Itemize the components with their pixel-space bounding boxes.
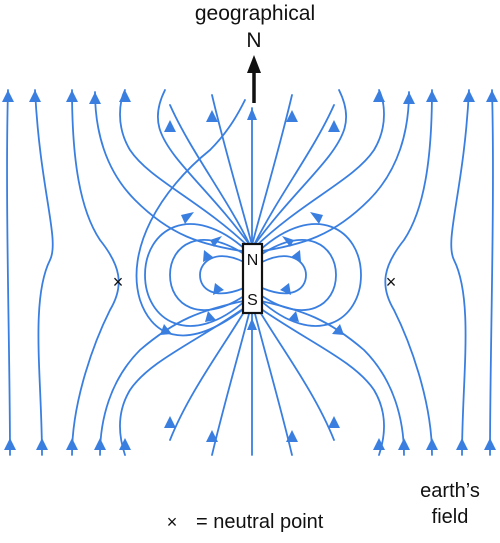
field-line [251,301,293,456]
field-line [6,89,11,456]
field-line [211,301,253,456]
magnet-south-label: S [247,292,258,309]
north-label: N [246,29,261,52]
field-line [99,299,249,456]
field-line [251,94,293,246]
field-line [135,99,251,337]
north-arrow-icon [247,55,261,103]
field-line [211,94,253,246]
field-line [384,89,433,456]
field-line [169,104,251,246]
earth-field-label-line2: field [432,506,469,528]
field-line [157,89,253,249]
field-line [169,301,251,441]
bar-magnet: N S [241,242,264,315]
field-line [253,104,335,246]
earth-field-label-line1: earth’s [420,480,480,502]
neutral-point-marker-right: × [386,272,397,292]
legend: × = neutral point [167,511,324,533]
magnet-north-label: N [247,252,259,269]
field-line [253,303,385,456]
field-line [94,91,249,253]
field-line [253,301,335,441]
field-line [489,89,494,456]
field-line [199,255,245,295]
field-line [34,89,54,456]
field-line [119,303,251,456]
field-line [261,255,307,295]
field-line [71,89,120,456]
field-line [450,89,470,456]
field-line [251,89,347,249]
field-line [259,223,362,327]
geographical-label: geographical [195,2,315,25]
field-line [261,239,337,311]
field-arrows [2,90,498,450]
field-line [119,89,251,249]
field-line [253,89,385,249]
field-lines [2,89,498,456]
field-line [255,91,410,253]
legend-text: = neutral point [196,511,324,533]
neutral-point-marker-left: × [113,272,124,292]
field-line [255,299,405,456]
legend-symbol: × [167,512,178,532]
field-line [144,223,247,327]
